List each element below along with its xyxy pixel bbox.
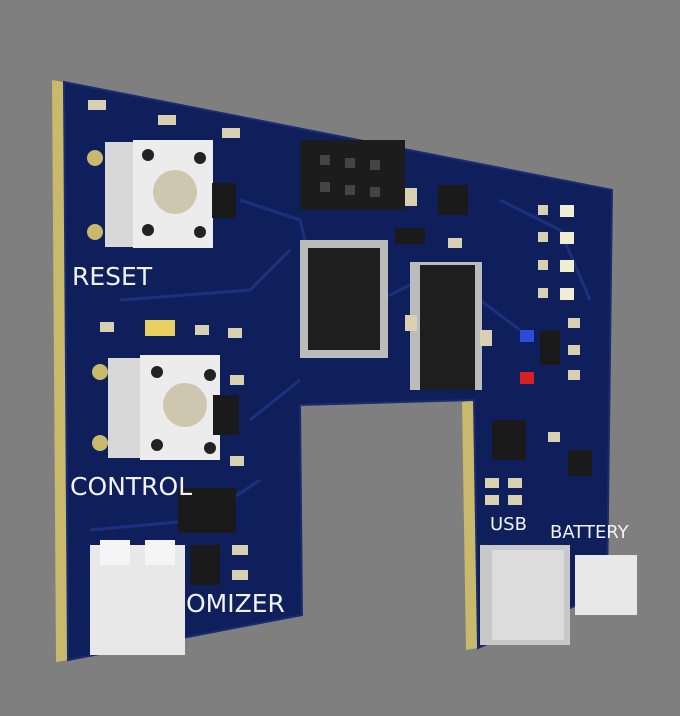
led-yellow (145, 320, 175, 336)
ic-component (213, 395, 239, 435)
led-blue (520, 330, 534, 342)
led-red (520, 372, 534, 384)
reset-label: RESET (72, 262, 153, 291)
usb-label: USB (490, 514, 527, 535)
control-label: CONTROL (70, 472, 192, 501)
reset-button-component (87, 140, 213, 248)
led-white (560, 288, 574, 300)
ic-component (540, 330, 560, 365)
battery-connector (575, 555, 637, 615)
atomizer-connector (90, 540, 185, 655)
passive-components (88, 100, 580, 580)
ic-component (492, 420, 526, 460)
control-button-component (92, 355, 220, 460)
pin-header (300, 140, 405, 210)
usb-c-connector (480, 545, 570, 645)
ic-component (190, 545, 220, 585)
microcontroller-chip (300, 240, 388, 358)
battery-label: BATTERY (550, 522, 630, 543)
ic-component (568, 450, 592, 476)
led-white (560, 260, 574, 272)
led-white (560, 232, 574, 244)
board-edge-right-leg (462, 400, 478, 650)
soic-chip (410, 262, 482, 390)
led-white (560, 205, 574, 217)
atomizer-label: OMIZER (186, 589, 285, 618)
ic-component (212, 183, 236, 218)
ic-component (438, 185, 468, 215)
ic-component (178, 488, 236, 533)
